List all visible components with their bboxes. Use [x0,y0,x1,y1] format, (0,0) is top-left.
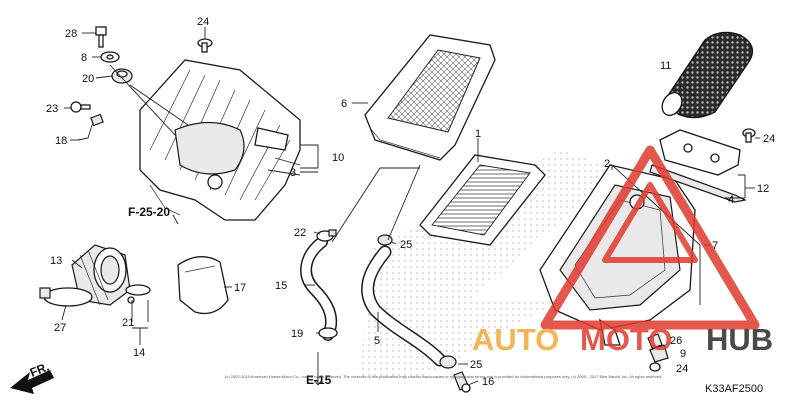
callout-13: 13 [50,255,62,267]
clip-25-upper [377,234,393,246]
bolt-24-right [742,128,756,143]
callout-9: 9 [680,348,686,360]
callout-17: 17 [234,282,246,294]
callout-21: 21 [122,317,134,329]
bolt-24-bottom [649,362,661,372]
watermark-moto: MOTO [580,322,672,357]
clip-22 [316,229,337,242]
background-watermark-wing [360,150,620,380]
callout-19: 19 [291,328,303,340]
callout-1: 1 [475,128,481,140]
cover-17 [177,256,229,315]
ref-f-25-20: F-25-20 [128,205,170,219]
callout-28: 28 [65,28,77,40]
diagram-code: K33AF2500 [705,383,763,395]
bracket-4 [649,129,747,203]
callout-15: 15 [275,280,287,292]
intake-duct-11 [661,31,754,119]
front-arrow: FR. [10,360,54,394]
air-element-1 [419,154,546,246]
callout-8: 8 [81,52,87,64]
clip-26 [647,333,663,349]
bolt-28 [95,26,107,48]
callout-16: 16 [482,376,494,388]
sensor-18 [77,113,104,141]
ref-e-15: E-15 [306,373,332,387]
clip-25-lower [439,355,457,369]
bolt-24-top [197,38,213,53]
callout-7: 7 [712,240,718,252]
grommet-20 [111,68,133,84]
callout-23: 23 [46,103,58,115]
callout-10: 10 [332,152,344,164]
callout-20: 20 [82,73,94,85]
callout-2: 2 [604,158,610,170]
watermark-auto: AUTO [472,322,559,357]
callout-27: 27 [54,322,66,334]
callout-6: 6 [341,98,347,110]
band-27 [39,287,93,307]
callout-24-right: 24 [763,133,775,145]
washer-8 [100,51,120,63]
tube-5 [361,245,447,367]
clamp-21 [125,284,151,304]
callout-25-lower: 25 [470,359,482,371]
air-cleaner-cover [139,59,301,221]
tube-15 [300,236,338,341]
clip-19 [318,327,338,339]
element-frame-6 [364,34,496,161]
callout-14: 14 [133,347,145,359]
fr-label: FR. [28,360,51,380]
screw-23 [70,101,91,113]
callout-22: 22 [294,227,306,239]
callout-3: 3 [290,167,296,179]
copyright-line: (c) 2002-2015 American Honda Motor Co., … [225,374,662,379]
callout-18: 18 [55,135,67,147]
callout-4: 4 [728,194,734,206]
callout-24-top: 24 [197,16,209,28]
autohub-watermark: AUTO MOTO HUB [472,145,773,357]
callout-11: 11 [660,60,671,72]
callout-5: 5 [374,335,380,347]
callout-26: 26 [670,335,682,347]
callout-25-upper: 25 [400,239,412,251]
watermark-hub: HUB [706,322,773,357]
leader-lines [61,27,760,386]
callout-12: 12 [757,183,769,195]
cap-9 [649,344,669,363]
callout-24-bottom: 24 [676,363,688,375]
